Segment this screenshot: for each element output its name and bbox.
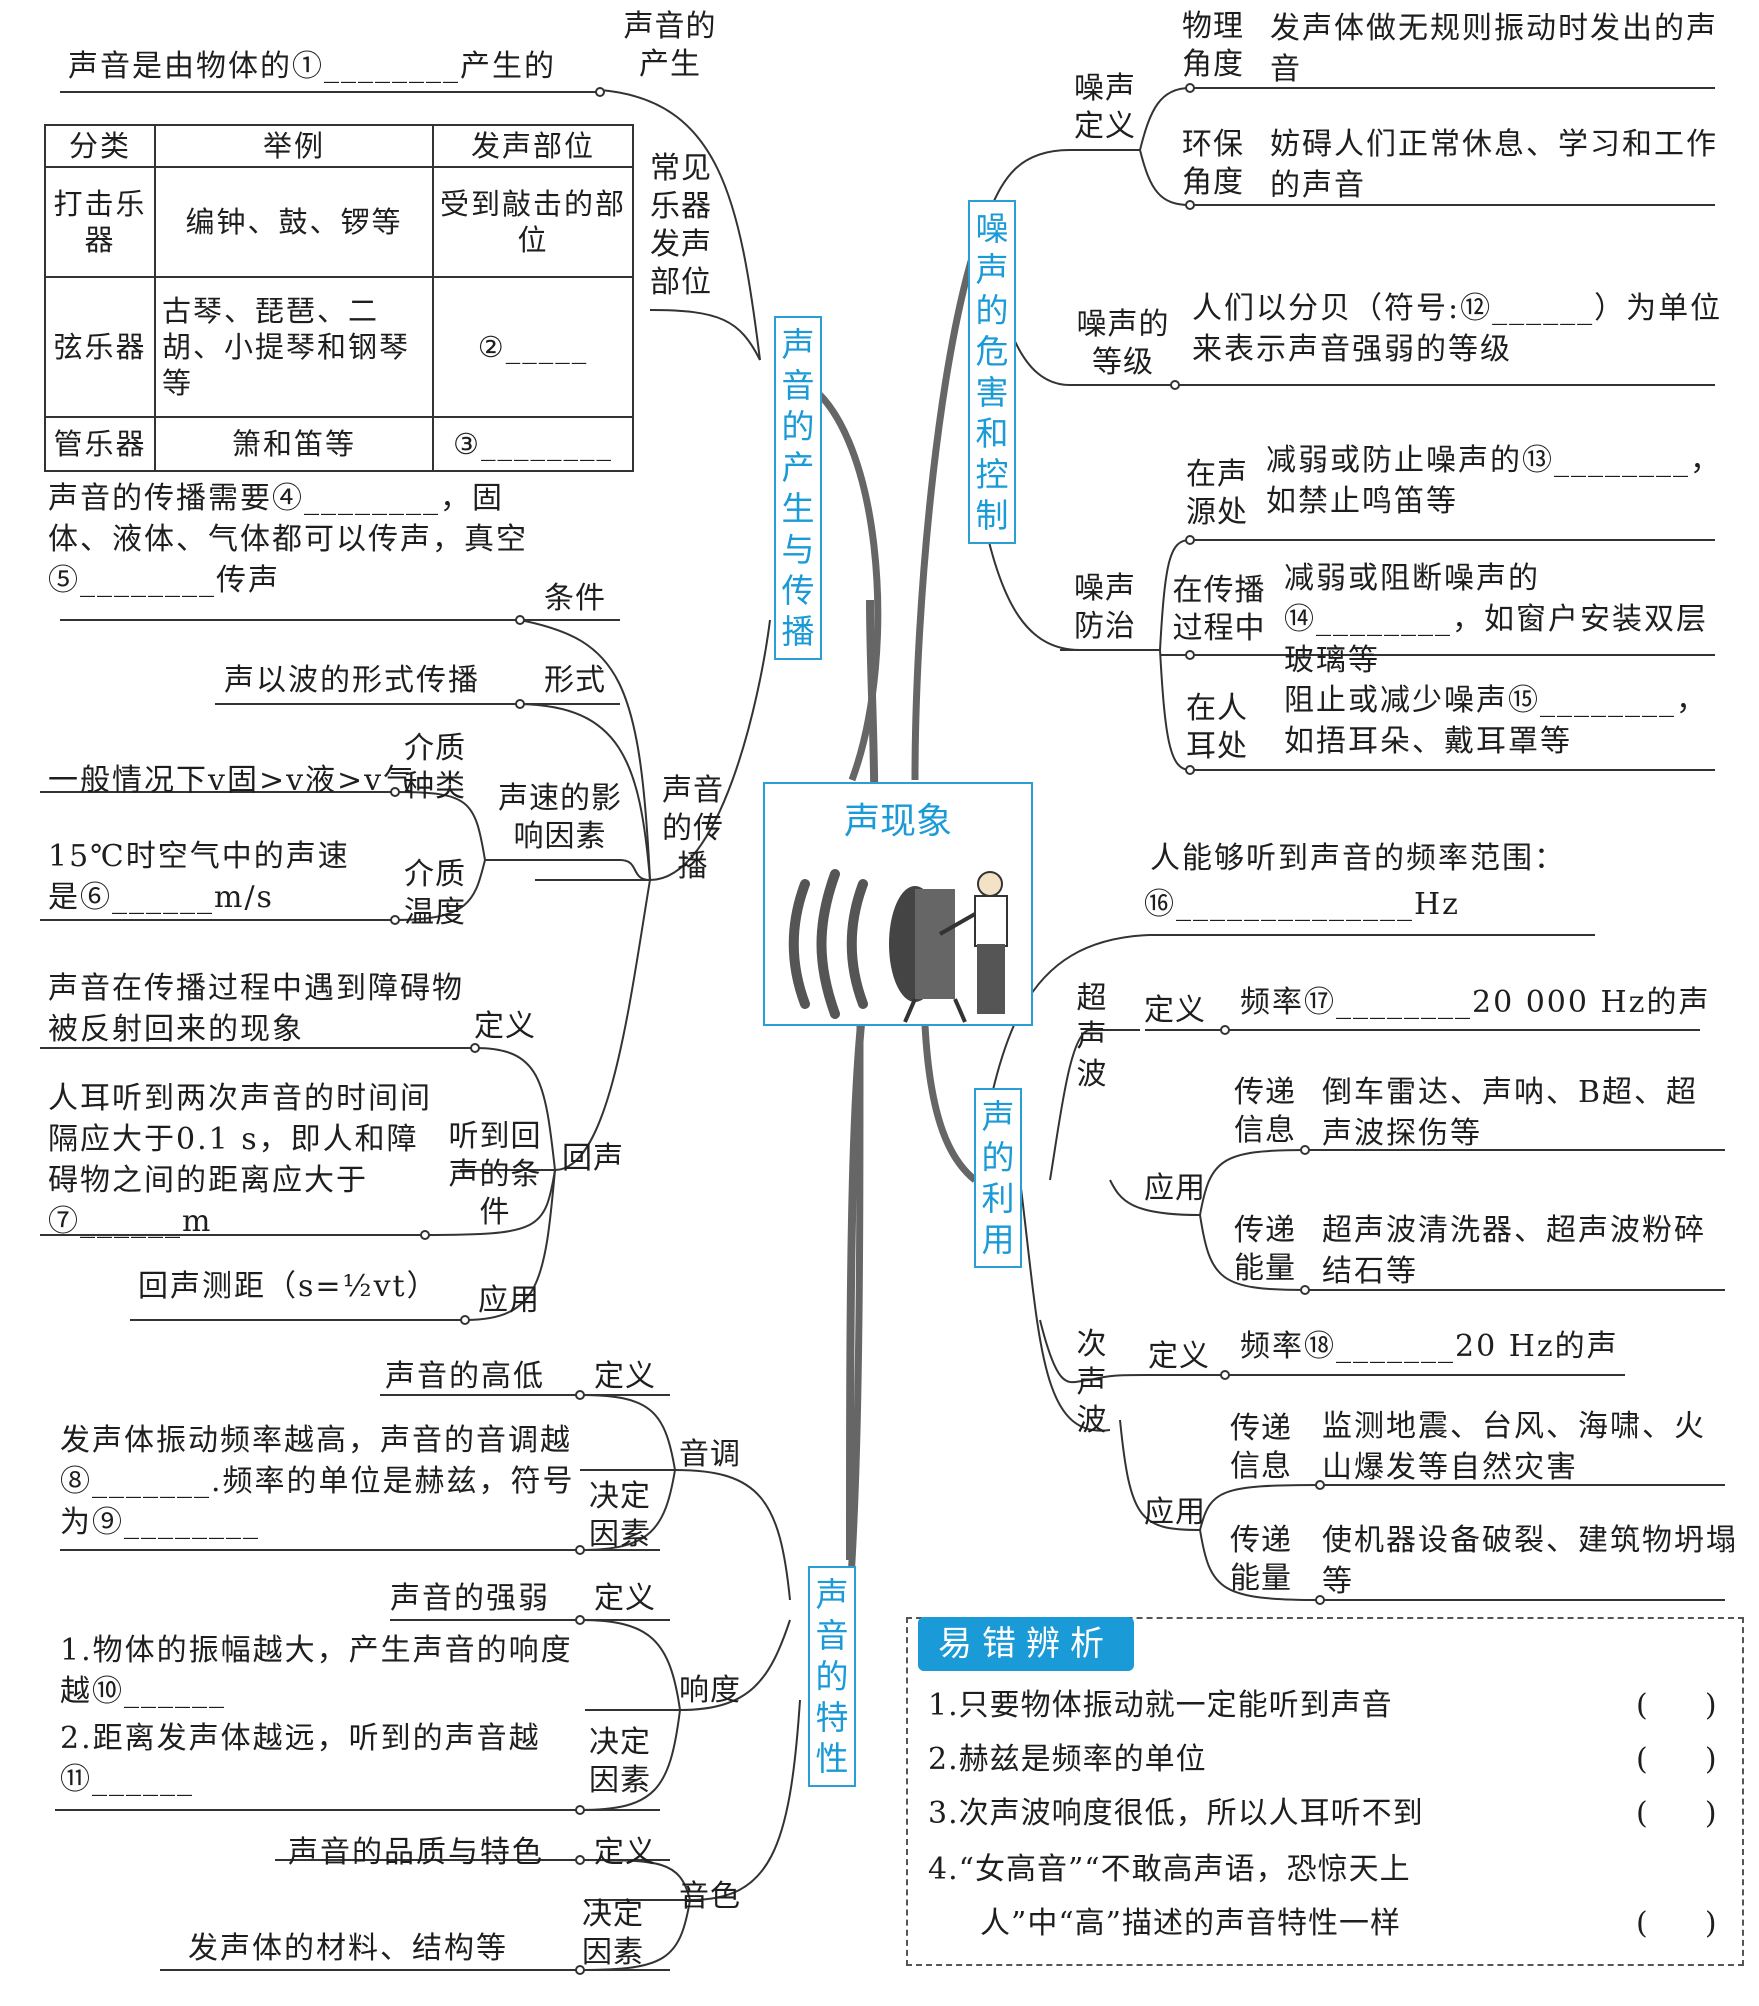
echo-cond-label: 听到回声的条件 <box>440 1118 550 1232</box>
timbre-label: 音色 <box>670 1878 750 1916</box>
ultra-label: 超声波 <box>1072 980 1112 1094</box>
medium-temp-text: 15℃时空气中的声速是⑥______m/s <box>48 836 378 918</box>
range-text: 人能够听到声音的频率范围： <box>1150 840 1566 878</box>
pitch-factor-label: 决定因素 <box>585 1478 655 1554</box>
echo-app-text: 回声测距（s=½vt） <box>138 1268 439 1306</box>
instruments-label: 常见乐器发声部位 <box>648 150 714 302</box>
timbre-def-text: 声音的品质与特色 <box>288 1834 544 1872</box>
env-text: 妨碍人们正常休息、学习和工作的声音 <box>1270 124 1730 206</box>
center-node: 声现象 <box>763 782 1033 1026</box>
ultra-def-text: 频率⑰________20 000 Hz的声 <box>1240 984 1710 1022</box>
src-label: 在声源处 <box>1180 456 1254 532</box>
ultra-energy-label: 传递能量 <box>1230 1212 1300 1288</box>
table-header: 分类 <box>45 125 155 167</box>
pitch-def-text: 声音的高低 <box>385 1358 545 1396</box>
phys-label: 物理角度 <box>1178 8 1248 84</box>
origin-label: 声音的产生 <box>620 8 720 84</box>
infra-info-label: 传递信息 <box>1226 1410 1296 1486</box>
branch-noise: 噪声的危害和控制 <box>968 200 1016 544</box>
table-cell: 打击乐器 <box>45 167 155 277</box>
drum-figure <box>765 844 1031 1024</box>
ultra-def-label: 定义 <box>1140 992 1210 1030</box>
medium-kind-text: 一般情况下v固>v液>v气 <box>48 762 415 800</box>
pitch-factor-text: 发声体振动频率越高，声音的音调越⑧_______.频率的单位是赫兹，符号为⑨__… <box>60 1420 580 1543</box>
ear-text: 阻止或减少噪声⑮________，如捂耳朵、戴耳罩等 <box>1284 680 1734 762</box>
echo-app-label: 应用 <box>474 1282 544 1320</box>
loud-factor-text1: 1.物体的振幅越大，产生声音的响度越⑩______ <box>60 1630 580 1712</box>
infra-info-text: 监测地震、台风、海啸、火山爆发等自然灾害 <box>1322 1406 1732 1488</box>
timbre-factor-label: 决定因素 <box>578 1896 648 1972</box>
timbre-factor-text: 发声体的材料、结构等 <box>188 1930 508 1968</box>
infra-label: 次声波 <box>1072 1326 1112 1440</box>
ultra-info-label: 传递信息 <box>1230 1074 1300 1150</box>
path-text: 减弱或阻断噪声的⑭________，如窗户安装双层玻璃等 <box>1284 558 1734 681</box>
range-blank: ⑯______________Hz <box>1144 886 1460 924</box>
path-label: 在传播过程中 <box>1164 572 1274 648</box>
ear-label: 在人耳处 <box>1180 690 1254 766</box>
control-label: 噪声防治 <box>1070 570 1140 646</box>
table-cell: ③________ <box>433 417 633 471</box>
pitfalls-title: 易错辨析 <box>918 1617 1134 1671</box>
ultra-app-label: 应用 <box>1140 1170 1210 1208</box>
condition-text: 声音的传播需要④________，固体、液体、气体都可以传声，真空⑤______… <box>48 478 538 601</box>
answer-paren[interactable]: ( ) <box>1636 1740 1717 1780</box>
table-cell: ②_____ <box>433 277 633 417</box>
loud-label: 响度 <box>670 1672 750 1710</box>
pitfall-item: 4.“女高音”“不敢高声语，恐惊天上 <box>928 1850 1411 1890</box>
loud-factor-label: 决定因素 <box>585 1724 655 1800</box>
loud-def-text: 声音的强弱 <box>390 1580 550 1618</box>
instrument-table: 分类 举例 发声部位 打击乐器 编钟、鼓、锣等 受到敲击的部位 弦乐器 古琴、琵… <box>44 124 634 472</box>
echo-cond-text: 人耳听到两次声音的时间间隔应大于0.1 s，即人和障碍物之间的距离应大于⑦___… <box>48 1078 438 1242</box>
phys-text: 发声体做无规则振动时发出的声音 <box>1270 8 1730 90</box>
pitch-label: 音调 <box>670 1436 750 1474</box>
answer-paren[interactable]: ( ) <box>1636 1904 1717 1944</box>
origin-text: 声音是由物体的①________产生的 <box>68 48 556 86</box>
echo-def-label: 定义 <box>470 1008 540 1046</box>
ultra-energy-text: 超声波清洗器、超声波粉碎结石等 <box>1322 1210 1722 1292</box>
table-header: 举例 <box>155 125 433 167</box>
pitfall-item: 2.赫兹是频率的单位 <box>928 1740 1207 1780</box>
infra-def-label: 定义 <box>1144 1338 1214 1376</box>
loud-def-label: 定义 <box>585 1580 665 1618</box>
pitfall-item: 3.次声波响度很低，所以人耳听不到 <box>928 1794 1424 1834</box>
medium-temp-label: 介质温度 <box>395 856 475 932</box>
branch-properties: 声音的特性 <box>808 1566 856 1787</box>
branch-production: 声音的产生与传播 <box>774 316 822 660</box>
infra-def-text: 频率⑱_______20 Hz的声 <box>1240 1328 1619 1366</box>
table-cell: 箫和笛等 <box>155 417 433 471</box>
ultra-info-text: 倒车雷达、声呐、B超、超声波探伤等 <box>1322 1072 1722 1154</box>
infra-energy-label: 传递能量 <box>1226 1522 1296 1598</box>
condition-label: 条件 <box>535 580 615 618</box>
table-cell: 管乐器 <box>45 417 155 471</box>
echo-def-text: 声音在传播过程中遇到障碍物被反射回来的现象 <box>48 968 468 1050</box>
src-text: 减弱或防止噪声的⑬________，如禁止鸣笛等 <box>1266 440 1736 522</box>
pitfall-item: 人”中“高”描述的声音特性一样 <box>980 1904 1401 1944</box>
timbre-def-label: 定义 <box>585 1834 665 1872</box>
form-label: 形式 <box>535 662 615 700</box>
loud-factor-text2: 2.距离发声体越远，听到的声音越⑪______ <box>60 1718 580 1800</box>
propagation-label: 声音的传播 <box>660 772 726 886</box>
center-title: 声现象 <box>765 792 1031 844</box>
noise-def-label: 噪声定义 <box>1070 70 1140 146</box>
table-cell: 古琴、琵琶、二胡、小提琴和钢琴等 <box>155 277 433 417</box>
level-label: 噪声的等级 <box>1068 306 1178 382</box>
answer-paren[interactable]: ( ) <box>1636 1794 1717 1834</box>
table-cell: 受到敲击的部位 <box>433 167 633 277</box>
env-label: 环保角度 <box>1178 126 1248 202</box>
form-text: 声以波的形式传播 <box>224 662 480 700</box>
branch-use: 声的利用 <box>974 1088 1022 1268</box>
infra-app-label: 应用 <box>1140 1494 1210 1532</box>
echo-label: 回声 <box>558 1140 628 1178</box>
answer-paren[interactable]: ( ) <box>1636 1686 1717 1726</box>
pitfall-item: 1.只要物体振动就一定能听到声音 <box>928 1686 1393 1726</box>
table-cell: 编钟、鼓、锣等 <box>155 167 433 277</box>
speed-label: 声速的影响因素 <box>490 780 630 856</box>
level-text: 人们以分贝（符号:⑫______）为单位来表示声音强弱的等级 <box>1192 288 1732 370</box>
pitch-def-label: 定义 <box>585 1358 665 1396</box>
table-cell: 弦乐器 <box>45 277 155 417</box>
infra-energy-text: 使机器设备破裂、建筑物坍塌等 <box>1322 1520 1742 1602</box>
table-header: 发声部位 <box>433 125 633 167</box>
